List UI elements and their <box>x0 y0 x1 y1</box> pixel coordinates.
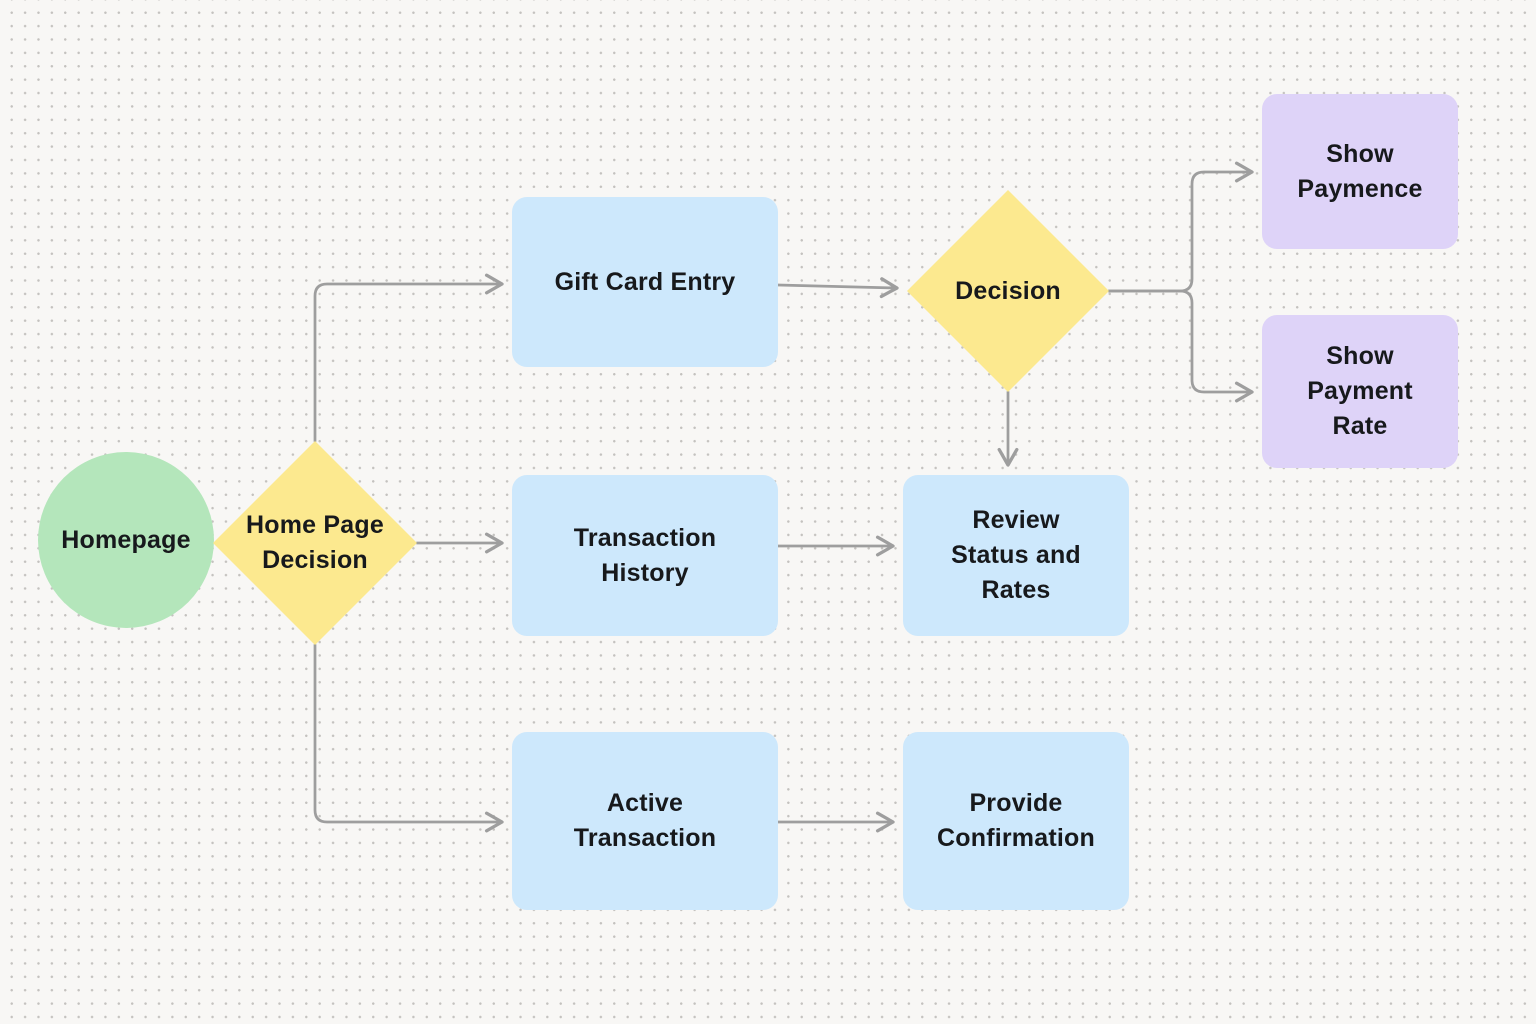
node-label: Active Transaction <box>574 786 717 856</box>
label-line: Home Page <box>246 511 384 539</box>
node-show-payment-rate[interactable]: Show Payment Rate <box>1262 315 1458 468</box>
rect-shape <box>1262 94 1458 249</box>
node-home-page-decision[interactable]: Home Page Decision <box>213 441 417 645</box>
node-label: Show Payment Rate <box>1307 339 1413 444</box>
connector-home-page-decision-to-gift-card-entry[interactable] <box>313 273 504 443</box>
label-line: Payment <box>1307 377 1413 405</box>
label-line: History <box>601 558 689 587</box>
rect-shape <box>512 732 778 910</box>
connector-decision-to-show-payment-rate[interactable] <box>1107 289 1254 403</box>
rect-shape <box>903 732 1129 910</box>
label-line: Homepage <box>61 525 191 554</box>
label-line: Status and <box>951 541 1081 569</box>
node-label: Transaction History <box>574 521 717 591</box>
node-label: Gift Card Entry <box>555 265 736 300</box>
node-review-status-and-rates[interactable]: Review Status and Rates <box>903 475 1129 636</box>
node-label: Review Status and Rates <box>951 503 1081 608</box>
node-decision[interactable]: Decision <box>907 190 1109 392</box>
node-label: Provide Confirmation <box>937 786 1095 856</box>
rect-shape <box>903 475 1129 636</box>
node-homepage[interactable]: Homepage <box>38 452 214 628</box>
label-line: Paymence <box>1297 174 1423 203</box>
label-line: Active <box>606 789 684 817</box>
node-gift-card-entry[interactable]: Gift Card Entry <box>512 197 778 367</box>
node-provide-confirmation[interactable]: Provide Confirmation <box>903 732 1129 910</box>
label-line: Decision <box>262 546 368 574</box>
node-active-transaction[interactable]: Active Transaction <box>512 732 778 910</box>
label-line: Review <box>972 506 1060 534</box>
node-label: Decision <box>955 274 1061 309</box>
label-line: Decision <box>955 276 1061 305</box>
node-label: Show Paymence <box>1297 137 1422 207</box>
connector-home-page-decision-to-active-transaction[interactable] <box>313 643 504 833</box>
label-line: Rate <box>1332 412 1388 440</box>
rect-shape <box>1262 315 1458 468</box>
label-line: Transaction <box>573 824 717 852</box>
label-line: Confirmation <box>937 824 1095 852</box>
circle-shape <box>38 452 214 628</box>
node-show-paymence[interactable]: Show Paymence <box>1262 94 1458 249</box>
label-line: Provide <box>969 789 1063 817</box>
node-label: Home Page Decision <box>246 508 384 578</box>
label-line: Show <box>1326 139 1394 168</box>
connector-gift-card-entry-to-decision[interactable] <box>776 277 899 299</box>
label-line: Show <box>1326 342 1394 370</box>
node-transaction-history[interactable]: Transaction History <box>512 475 778 636</box>
rect-shape <box>512 475 778 636</box>
label-line: Transaction <box>573 523 717 552</box>
connector-decision-to-show-paymence[interactable] <box>1107 161 1254 293</box>
label-line: Gift Card Entry <box>554 267 736 296</box>
label-line: Rates <box>981 576 1051 604</box>
rect-shape <box>512 197 778 367</box>
node-label: Homepage <box>61 523 190 558</box>
